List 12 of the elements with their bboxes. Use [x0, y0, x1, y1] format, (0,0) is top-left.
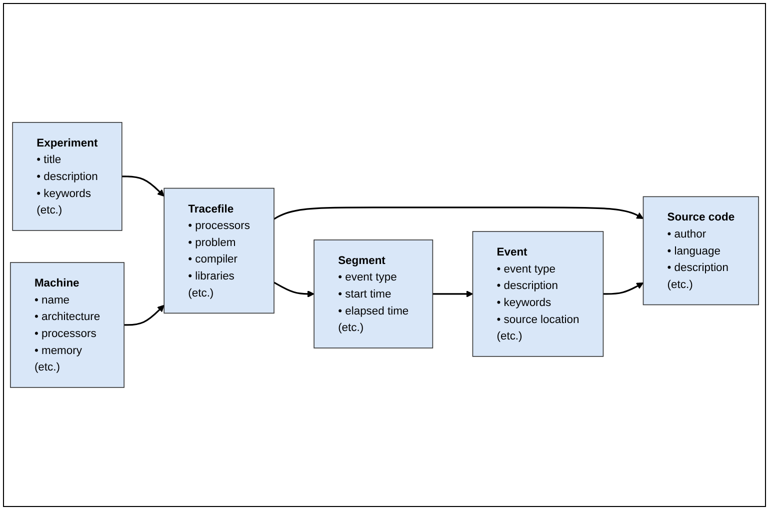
node-box: Experiment • title • description • keywords (etc.) [12, 122, 122, 231]
arrow [603, 282, 644, 295]
node-box: Event • event type • description • keywords • source location (etc.) [472, 231, 604, 357]
node-box: Segment • event type • start time • elapsed time (etc.) [314, 240, 434, 348]
arrow [274, 206, 644, 220]
node-box: Tracefile • processors • problem • compiler • libraries (etc.) [164, 188, 274, 314]
arrow [432, 290, 474, 298]
node-box: Source code • author • language • description (etc.) [642, 196, 759, 306]
arrow [122, 176, 164, 197]
arrow [124, 304, 164, 326]
arrow [274, 282, 314, 298]
node-box: Machine • name • architecture • processors • memory (etc.) [10, 262, 124, 388]
